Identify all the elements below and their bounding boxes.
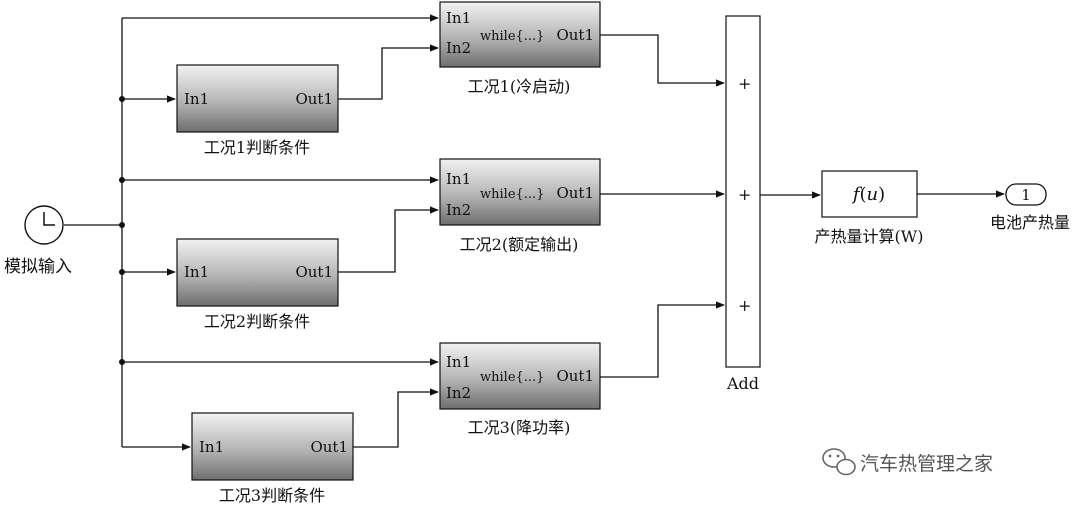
wire-while3-to-add (600, 301, 725, 378)
port-in1: In1 (446, 170, 471, 188)
fcn-open-paren: ( (860, 184, 867, 205)
port-in1: In1 (446, 9, 471, 27)
while-body-label: while{...} (480, 187, 544, 202)
junction-dot (119, 359, 125, 365)
clock-hands (43, 212, 55, 226)
while-subsystem-3[interactable]: In1 In2 while{...} Out1 工况3(降功率) (439, 342, 601, 437)
port-out1: Out1 (295, 90, 333, 108)
port-in2: In2 (446, 201, 471, 219)
junction-dot (119, 177, 125, 183)
while-subsystem-1[interactable]: In1 In2 while{...} Out1 工况1(冷启动) (439, 1, 601, 96)
while-body-label: while{...} (480, 29, 544, 44)
wire-cond1-to-while1-in2 (338, 44, 439, 100)
while-body-label: while{...} (480, 370, 544, 385)
add-sign-3: + (738, 296, 751, 315)
watermark: 汽车热管理之家 (822, 448, 993, 476)
add-block-body (725, 15, 761, 368)
port-out1: Out1 (295, 263, 333, 281)
port-out1: Out1 (556, 26, 594, 44)
condition-block-1[interactable]: In1 Out1 工况1判断条件 (176, 64, 339, 157)
outport-body (1005, 183, 1047, 206)
fcn-u: u (867, 184, 879, 205)
while-block-body (439, 158, 601, 226)
add-sign-1: + (738, 74, 751, 93)
condition-block-body (176, 64, 339, 133)
while-block-body (439, 342, 601, 410)
while-block-caption: 工况2(额定输出) (460, 235, 579, 254)
port-out1: Out1 (556, 367, 594, 385)
condition-block-caption: 工况3判断条件 (219, 486, 325, 505)
port-in1: In1 (184, 90, 209, 108)
fcn-close-paren: ) (878, 184, 885, 205)
port-in2: In2 (446, 39, 471, 57)
condition-block-body (191, 412, 354, 481)
fcn-block-caption: 产热量计算(W) (815, 227, 924, 246)
condition-block-caption: 工况1判断条件 (204, 138, 310, 157)
outport-number: 1 (1021, 186, 1031, 204)
while-subsystem-2[interactable]: In1 In2 while{...} Out1 工况2(额定输出) (439, 158, 601, 254)
outport-caption: 电池产热量 (990, 213, 1070, 232)
condition-block-caption: 工况2判断条件 (204, 312, 310, 331)
while-block-body (439, 1, 601, 68)
junction-dot (119, 96, 125, 102)
clock-label: 模拟输入 (4, 257, 72, 277)
add-block[interactable]: + + + Add (725, 15, 761, 393)
condition-block-body (176, 238, 339, 307)
while-block-caption: 工况1(冷启动) (468, 77, 571, 96)
signal-wires (64, 14, 1005, 451)
port-in1: In1 (184, 263, 209, 281)
junction-dot (119, 269, 125, 275)
port-in1: In1 (199, 438, 224, 456)
junction-dot (119, 222, 125, 228)
outport-block[interactable]: 1 电池产热量 (990, 183, 1070, 232)
clock-source-block[interactable]: 模拟输入 (4, 205, 72, 277)
condition-block-3[interactable]: In1 Out1 工况3判断条件 (191, 412, 354, 505)
fcn-block[interactable]: f(u) 产热量计算(W) (815, 170, 924, 246)
condition-block-2[interactable]: In1 Out1 工况2判断条件 (176, 238, 339, 331)
fcn-block-body (821, 170, 918, 218)
wire-cond3-to-while3-in2 (353, 388, 439, 448)
add-block-caption: Add (726, 374, 759, 393)
while-block-caption: 工况3(降功率) (468, 418, 571, 437)
add-sign-2: + (738, 185, 751, 204)
fcn-expression: f(u) (851, 184, 885, 205)
port-out1: Out1 (310, 438, 348, 456)
port-out1: Out1 (556, 184, 594, 202)
port-in2: In2 (446, 384, 471, 402)
wire-cond2-to-while2-in2 (338, 206, 439, 273)
wechat-icon (822, 448, 856, 476)
port-in1: In1 (446, 353, 471, 371)
wire-while1-to-add (600, 34, 725, 87)
watermark-text: 汽车热管理之家 (860, 453, 993, 475)
